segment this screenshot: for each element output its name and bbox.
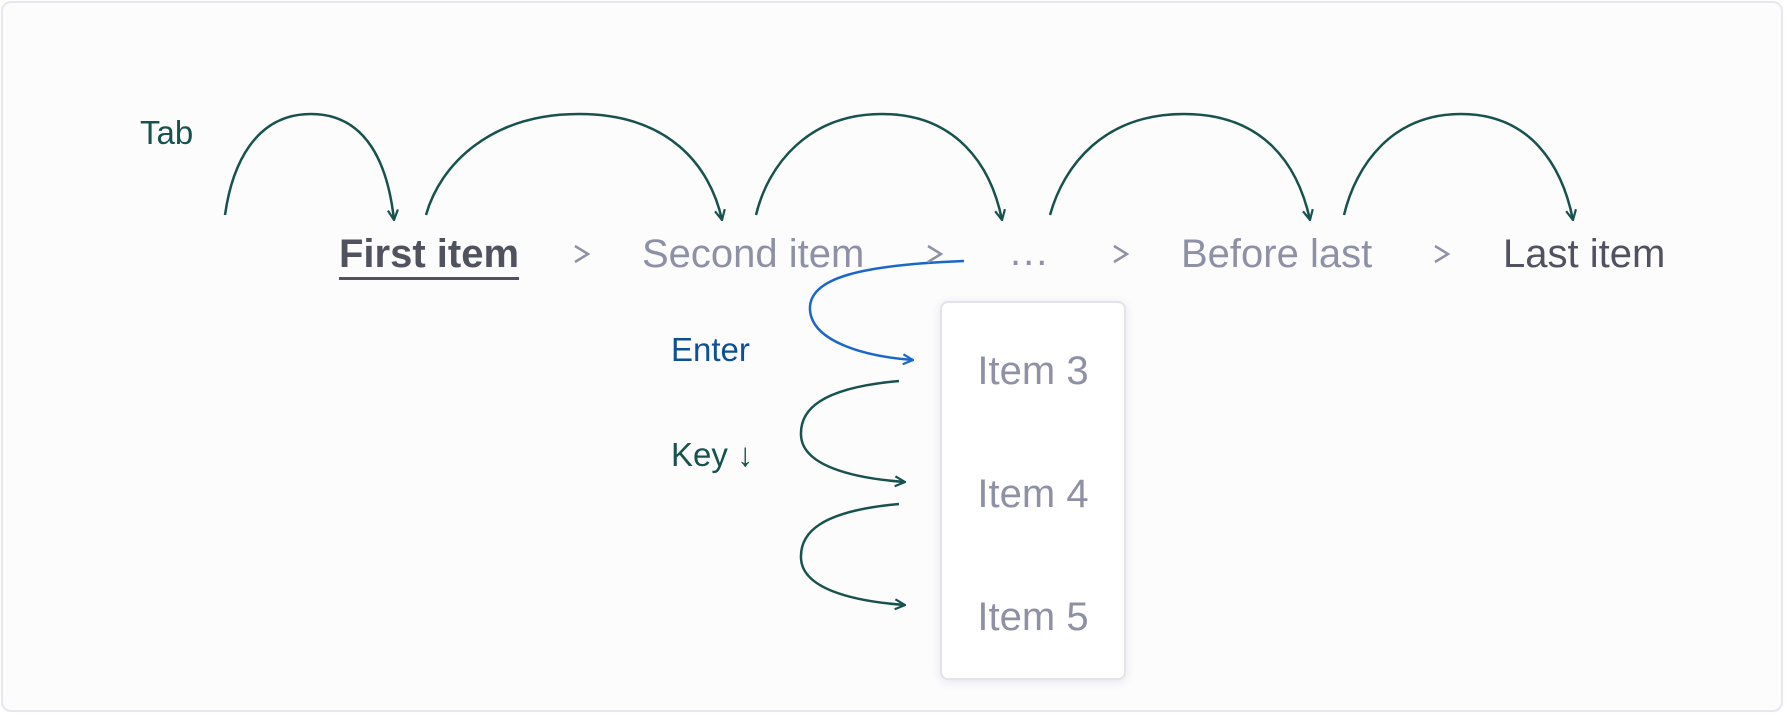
collapsed-items-dropdown: Item 3 Item 4 Item 5: [940, 301, 1126, 680]
tab-arrow-4: [1048, 112, 1310, 220]
tab-arrow-2: [424, 112, 722, 220]
tab-arrow-1: [223, 112, 394, 220]
breadcrumb-item-before-last[interactable]: Before last: [1181, 232, 1373, 276]
arrow-down-key-label: Key ↓: [671, 436, 754, 473]
breadcrumb-item-last: Last item: [1503, 232, 1666, 276]
dropdown-item-4[interactable]: Item 4: [977, 472, 1089, 516]
tab-arrow-5: [1342, 112, 1573, 220]
tab-arrow-3: [754, 112, 1002, 220]
key-down-arrow-1: [799, 379, 905, 482]
dropdown-item-5[interactable]: Item 5: [977, 595, 1089, 639]
chevron-right-icon: [574, 244, 591, 264]
chevron-right-icon: [1434, 244, 1451, 264]
tab-key-label: Tab: [140, 114, 194, 151]
breadcrumb-ellipsis-button[interactable]: ...: [1010, 230, 1050, 274]
chevron-right-icon: [927, 244, 944, 264]
breadcrumb-item-first[interactable]: First item: [339, 232, 520, 276]
key-down-arrow-2: [799, 502, 905, 605]
breadcrumb-item-second[interactable]: Second item: [642, 232, 865, 276]
enter-arrow: [808, 259, 965, 360]
chevron-right-icon: [1113, 244, 1130, 264]
dropdown-item-3[interactable]: Item 3: [977, 349, 1089, 393]
enter-key-label: Enter: [671, 331, 750, 368]
